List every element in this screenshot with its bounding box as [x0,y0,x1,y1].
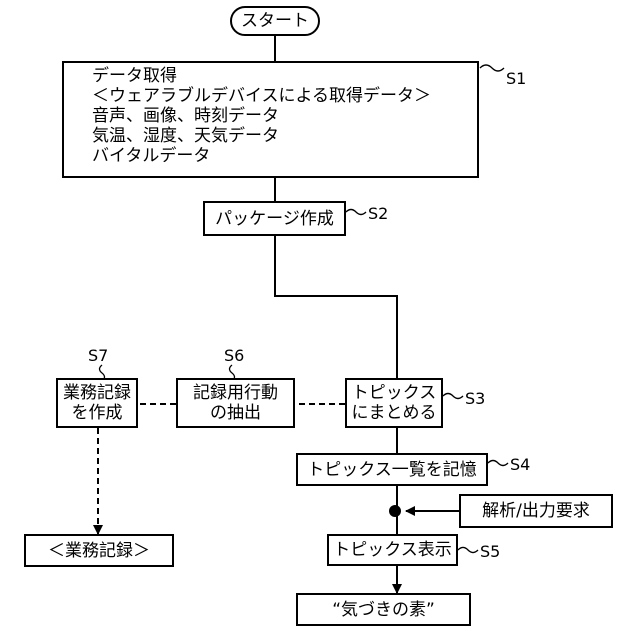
output-record-text: ＜業務記録＞ [48,541,150,561]
step-s3-topics: トピックス にまとめる [345,378,443,428]
s2-text: パッケージ作成 [215,209,334,229]
label-s7: S7 [88,347,108,365]
leader-s2 [346,210,366,215]
s1-line-3: 音声、画像、時刻データ [92,106,477,126]
output-business-record: ＜業務記録＞ [24,534,174,567]
s4-text: トピックス一覧を記憶 [307,460,477,480]
step-s5-display-topics: トピックス表示 [327,534,458,566]
s6-line-2: の抽出 [210,403,261,423]
s1-line-2: ＜ウェアラブルデバイスによる取得データ＞ [92,86,477,106]
leader-s3 [443,394,463,399]
analysis-output-request: 解析/出力要求 [459,494,613,528]
s3-line-2: にまとめる [352,403,437,423]
s7-line-2: を作成 [72,403,123,423]
step-s1-data-acquisition: データ取得 ＜ウェアラブルデバイスによる取得データ＞ 音声、画像、時刻データ 気… [62,61,479,178]
leader-s4 [488,461,508,466]
output-seeds-of-awareness: “気づきの素” [296,593,471,626]
label-s6: S6 [224,347,244,365]
leader-s1 [480,65,504,71]
label-s2: S2 [368,205,388,223]
leader-s5 [458,548,478,553]
connector-s2-s3 [275,236,397,378]
s6-line-1: 記録用行動 [193,383,278,403]
start-terminal: スタート [230,6,320,36]
step-s7-business-record: 業務記録 を作成 [56,378,138,428]
label-s3: S3 [465,390,485,408]
s1-line-1: データ取得 [92,66,477,86]
s1-line-5: バイタルデータ [92,146,477,166]
label-s1: S1 [506,70,526,88]
output-seeds-text: “気づきの素” [332,600,435,620]
start-label: スタート [241,11,309,31]
label-s4: S4 [510,456,530,474]
step-s4-store-topics: トピックス一覧を記憶 [296,453,488,486]
request-text: 解析/出力要求 [482,501,590,521]
s3-line-1: トピックス [352,383,437,403]
junction-dot [389,505,401,517]
s5-text: トピックス表示 [333,540,452,560]
step-s6-extract: 記録用行動 の抽出 [176,378,295,428]
s7-line-1: 業務記録 [63,383,131,403]
label-s5: S5 [480,543,500,561]
s1-line-4: 気温、湿度、天気データ [92,126,477,146]
step-s2-package: パッケージ作成 [203,201,346,236]
